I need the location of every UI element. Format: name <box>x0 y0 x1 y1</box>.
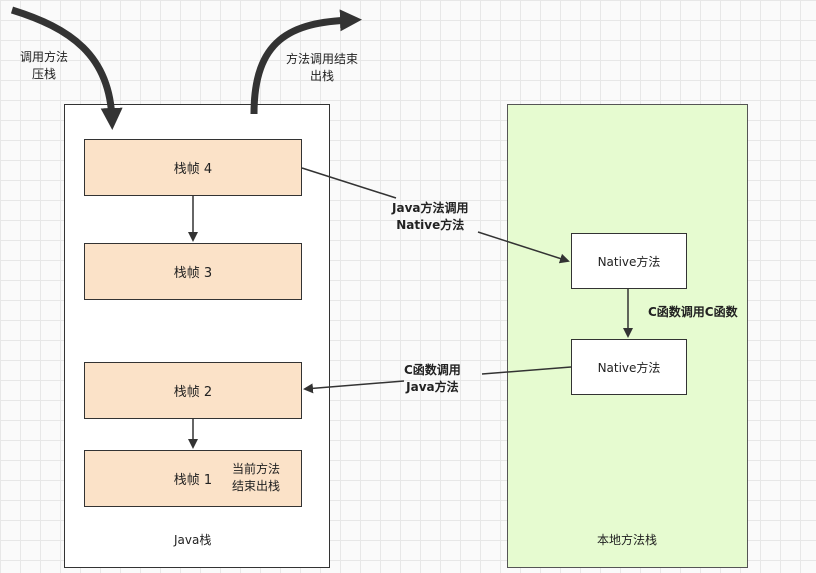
stack-frame-4: 栈帧 4 <box>84 139 302 196</box>
push-annotation: 调用方法 压栈 <box>20 49 68 83</box>
stack-frame-2-label: 栈帧 2 <box>173 385 213 400</box>
java-to-native-line-1: Java方法调用 <box>392 201 469 215</box>
stack-frame-4-label: 栈帧 4 <box>173 162 213 177</box>
native-to-java-line-a <box>481 366 572 375</box>
pop-annotation-line-2: 出栈 <box>310 69 335 83</box>
push-arrow <box>10 6 123 130</box>
native-to-java-line-b <box>303 380 405 394</box>
stack-frame-1-label: 栈帧 1 <box>173 473 213 488</box>
stack-frame-2: 栈帧 2 <box>84 362 302 419</box>
frame-1-note: 当前方法 结束出栈 <box>232 461 280 495</box>
java-stack-label: Java栈 <box>174 533 212 547</box>
java-to-native-annotation: Java方法调用 Native方法 <box>392 200 468 234</box>
java-to-native-line-2: Native方法 <box>396 218 465 232</box>
native-method-box-bottom-label: Native方法 <box>597 360 661 375</box>
stack-frame-3: 栈帧 3 <box>84 243 302 300</box>
stack-frame-3-label: 栈帧 3 <box>173 266 213 281</box>
pop-annotation-line-1: 方法调用结束 <box>286 52 359 66</box>
java-to-native-line-b <box>477 231 570 264</box>
push-annotation-line-2: 压栈 <box>32 67 57 81</box>
native-method-box-bottom: Native方法 <box>571 339 687 395</box>
native-method-box-top-label: Native方法 <box>597 254 661 269</box>
native-stack-label: 本地方法栈 <box>597 533 658 547</box>
c-to-java-line-1: C函数调用 <box>404 363 461 377</box>
push-annotation-line-1: 调用方法 <box>20 50 69 64</box>
java-to-native-line-a <box>301 167 397 199</box>
native-method-box-top: Native方法 <box>571 233 687 289</box>
c-calls-c-annotation: C函数调用C函数 <box>648 305 738 319</box>
pop-annotation: 方法调用结束 出栈 <box>286 51 358 85</box>
stack-frame-1: 栈帧 1 <box>84 450 302 507</box>
frame-1-note-line-1: 当前方法 <box>232 462 281 476</box>
c-to-java-line-2: Java方法 <box>406 380 459 394</box>
pop-arrow <box>250 9 362 115</box>
c-to-java-annotation: C函数调用 Java方法 <box>404 362 461 396</box>
frame-1-note-line-2: 结束出栈 <box>232 479 281 493</box>
